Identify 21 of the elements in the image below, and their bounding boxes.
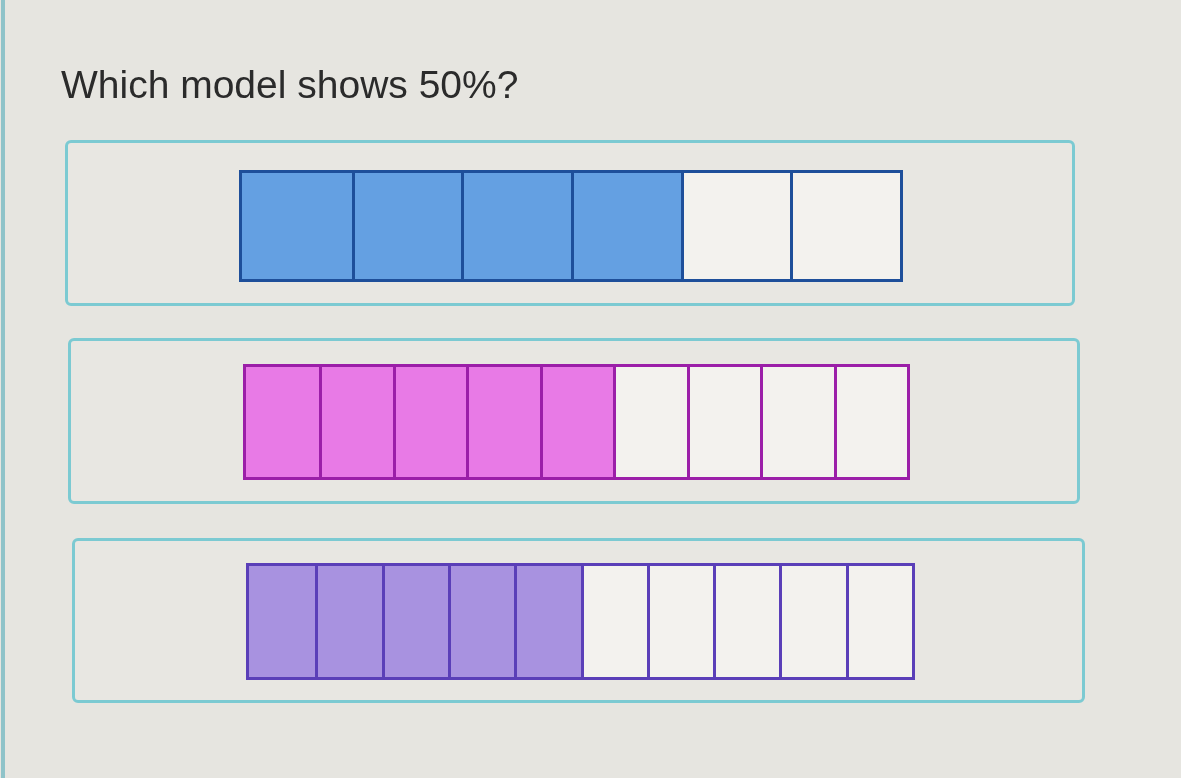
shaded-bar-section <box>319 367 393 477</box>
shaded-bar-section <box>571 173 681 279</box>
shaded-bar-section <box>242 173 352 279</box>
question-text: Which model shows 50%? <box>61 62 519 108</box>
shaded-bar-section <box>448 566 514 677</box>
shaded-bar-section <box>466 367 540 477</box>
bar-model <box>246 563 915 680</box>
answer-option-card <box>65 140 1075 306</box>
answer-option-card <box>72 538 1085 703</box>
shaded-bar-section <box>382 566 448 677</box>
shaded-bar-section <box>461 173 571 279</box>
shaded-bar-section <box>393 367 466 477</box>
bar-model <box>239 170 903 282</box>
shaded-bar-section <box>514 566 581 677</box>
shaded-bar-section <box>315 566 382 677</box>
bar-model <box>243 364 910 480</box>
shaded-bar-section <box>249 566 315 677</box>
shaded-bar-section <box>352 173 461 279</box>
answer-option-card <box>68 338 1080 504</box>
shaded-bar-section <box>540 367 613 477</box>
shaded-bar-section <box>246 367 319 477</box>
